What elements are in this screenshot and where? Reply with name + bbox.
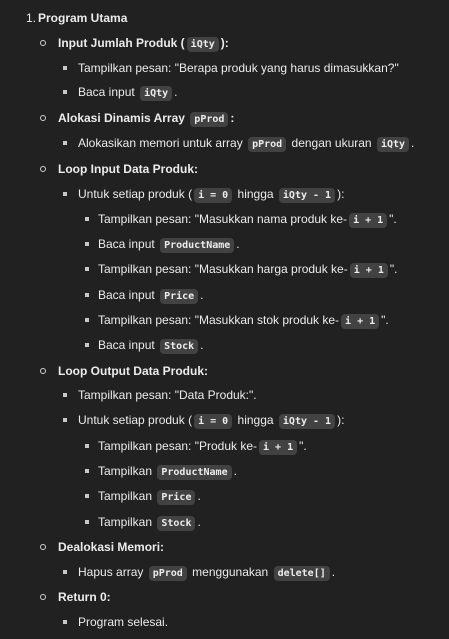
code-inline: i = 0 [194, 414, 233, 429]
code-inline: i = 0 [194, 188, 233, 203]
code-inline: iQty - 1 [278, 188, 336, 203]
bullet-icon [63, 570, 67, 574]
item-text-suffix: . [233, 464, 237, 478]
item-text-suffix: ". [389, 262, 398, 276]
item-text-suffix: . [174, 85, 178, 99]
item-text-suffix: ". [299, 439, 307, 453]
item-text: Tampilkan pesan: "Masukkan stok produk k… [98, 313, 340, 327]
bullet-icon [63, 620, 67, 624]
section-title-suffix: ): [220, 36, 229, 50]
section-title: Loop Output Data Produk: [58, 364, 208, 378]
bullet-icon [63, 393, 67, 397]
bullet-icon [85, 318, 89, 322]
item-text: Tampilkan [98, 464, 153, 478]
item-text: dengan ukuran [291, 136, 372, 150]
item-text-suffix: . [200, 338, 204, 352]
item-text-suffix: . [411, 136, 415, 150]
bullet-icon [85, 469, 89, 473]
item-text-suffix: . [331, 565, 336, 579]
item-text-suffix: ". [389, 212, 397, 226]
item-text: Tampilkan pesan: "Data Produk:". [78, 388, 257, 402]
bullet-icon [63, 66, 67, 70]
item-text: Tampilkan [98, 489, 153, 503]
item-text: Baca input [98, 338, 155, 352]
code-inline: pProd [190, 112, 229, 127]
item-text: Untuk setiap produk ( [78, 413, 193, 427]
code-inline: Price [157, 490, 196, 505]
item-text: Baca input [78, 85, 135, 99]
code-inline: iQty [376, 137, 410, 152]
item-text: Alokasikan memori untuk array [78, 136, 243, 150]
bullet-icon [85, 494, 89, 498]
item-text-suffix: . [200, 288, 204, 302]
bullet-icon [85, 242, 89, 246]
item-text-suffix: ): [337, 187, 345, 201]
code-inline: iQty [186, 37, 219, 52]
item-text: Hapus array [78, 565, 144, 579]
item-text: Tampilkan pesan: "Berapa produk yang har… [78, 61, 399, 75]
code-inline: i + 1 [349, 213, 388, 228]
code-inline: ProductName [157, 465, 232, 480]
item-text-suffix: . [236, 237, 240, 251]
code-inline: Stock [160, 339, 199, 354]
code-inline: iQty - 1 [278, 414, 336, 429]
item-text: Untuk setiap produk ( [78, 187, 193, 201]
item-text: Baca input [98, 237, 155, 251]
section-title: Dealokasi Memori: [58, 540, 165, 554]
item-text: Tampilkan [98, 515, 153, 529]
item-text: hingga [237, 187, 274, 201]
item-text: Baca input [98, 288, 155, 302]
bullet-icon [85, 217, 89, 221]
code-inline: pProd [248, 137, 287, 152]
bullet-icon [85, 444, 89, 448]
bullet-icon [85, 520, 89, 524]
item-text-suffix: . [197, 515, 201, 529]
section-title: Return 0: [58, 590, 111, 604]
code-inline: delete[] [273, 566, 330, 581]
code-inline: pProd [148, 566, 187, 581]
bullet-icon [40, 544, 46, 550]
code-inline: Stock [157, 516, 196, 531]
code-inline: Price [160, 289, 199, 304]
code-inline: i + 1 [259, 440, 298, 455]
code-inline: iQty [140, 86, 173, 101]
code-inline: ProductName [160, 238, 235, 253]
section-title: Input Jumlah Produk ( [58, 36, 185, 50]
code-inline: i + 1 [349, 263, 388, 278]
bullet-icon [40, 115, 46, 121]
bullet-icon [40, 594, 46, 600]
bullet-icon [85, 267, 89, 271]
section-title: Loop Input Data Produk: [58, 162, 198, 176]
bullet-icon [85, 293, 89, 297]
code-inline: i + 1 [341, 314, 380, 329]
bullet-icon [40, 368, 46, 374]
item-text: Program selesai. [78, 615, 169, 629]
item-text-suffix: ". [381, 313, 389, 327]
item-text: Tampilkan pesan: "Masukkan nama produk k… [98, 212, 348, 226]
section-title: Alokasi Dinamis Array [58, 111, 185, 125]
bullet-icon [40, 40, 46, 46]
list-number: 1. [25, 11, 36, 25]
item-text: hingga [237, 413, 274, 427]
item-text: Tampilkan pesan: "Masukkan harga produk … [98, 262, 348, 276]
item-text: menggunakan [192, 565, 269, 579]
bullet-icon [63, 141, 67, 145]
item-text-suffix: . [197, 489, 201, 503]
bullet-icon [63, 192, 67, 196]
item-text-suffix: ): [337, 413, 345, 427]
heading-title: Program Utama [38, 11, 128, 25]
bullet-icon [85, 343, 89, 347]
bullet-icon [63, 418, 67, 422]
item-text: Tampilkan pesan: "Produk ke- [98, 439, 258, 453]
bullet-icon [40, 166, 46, 172]
section-title-suffix: : [230, 111, 235, 125]
bullet-icon [63, 90, 67, 94]
